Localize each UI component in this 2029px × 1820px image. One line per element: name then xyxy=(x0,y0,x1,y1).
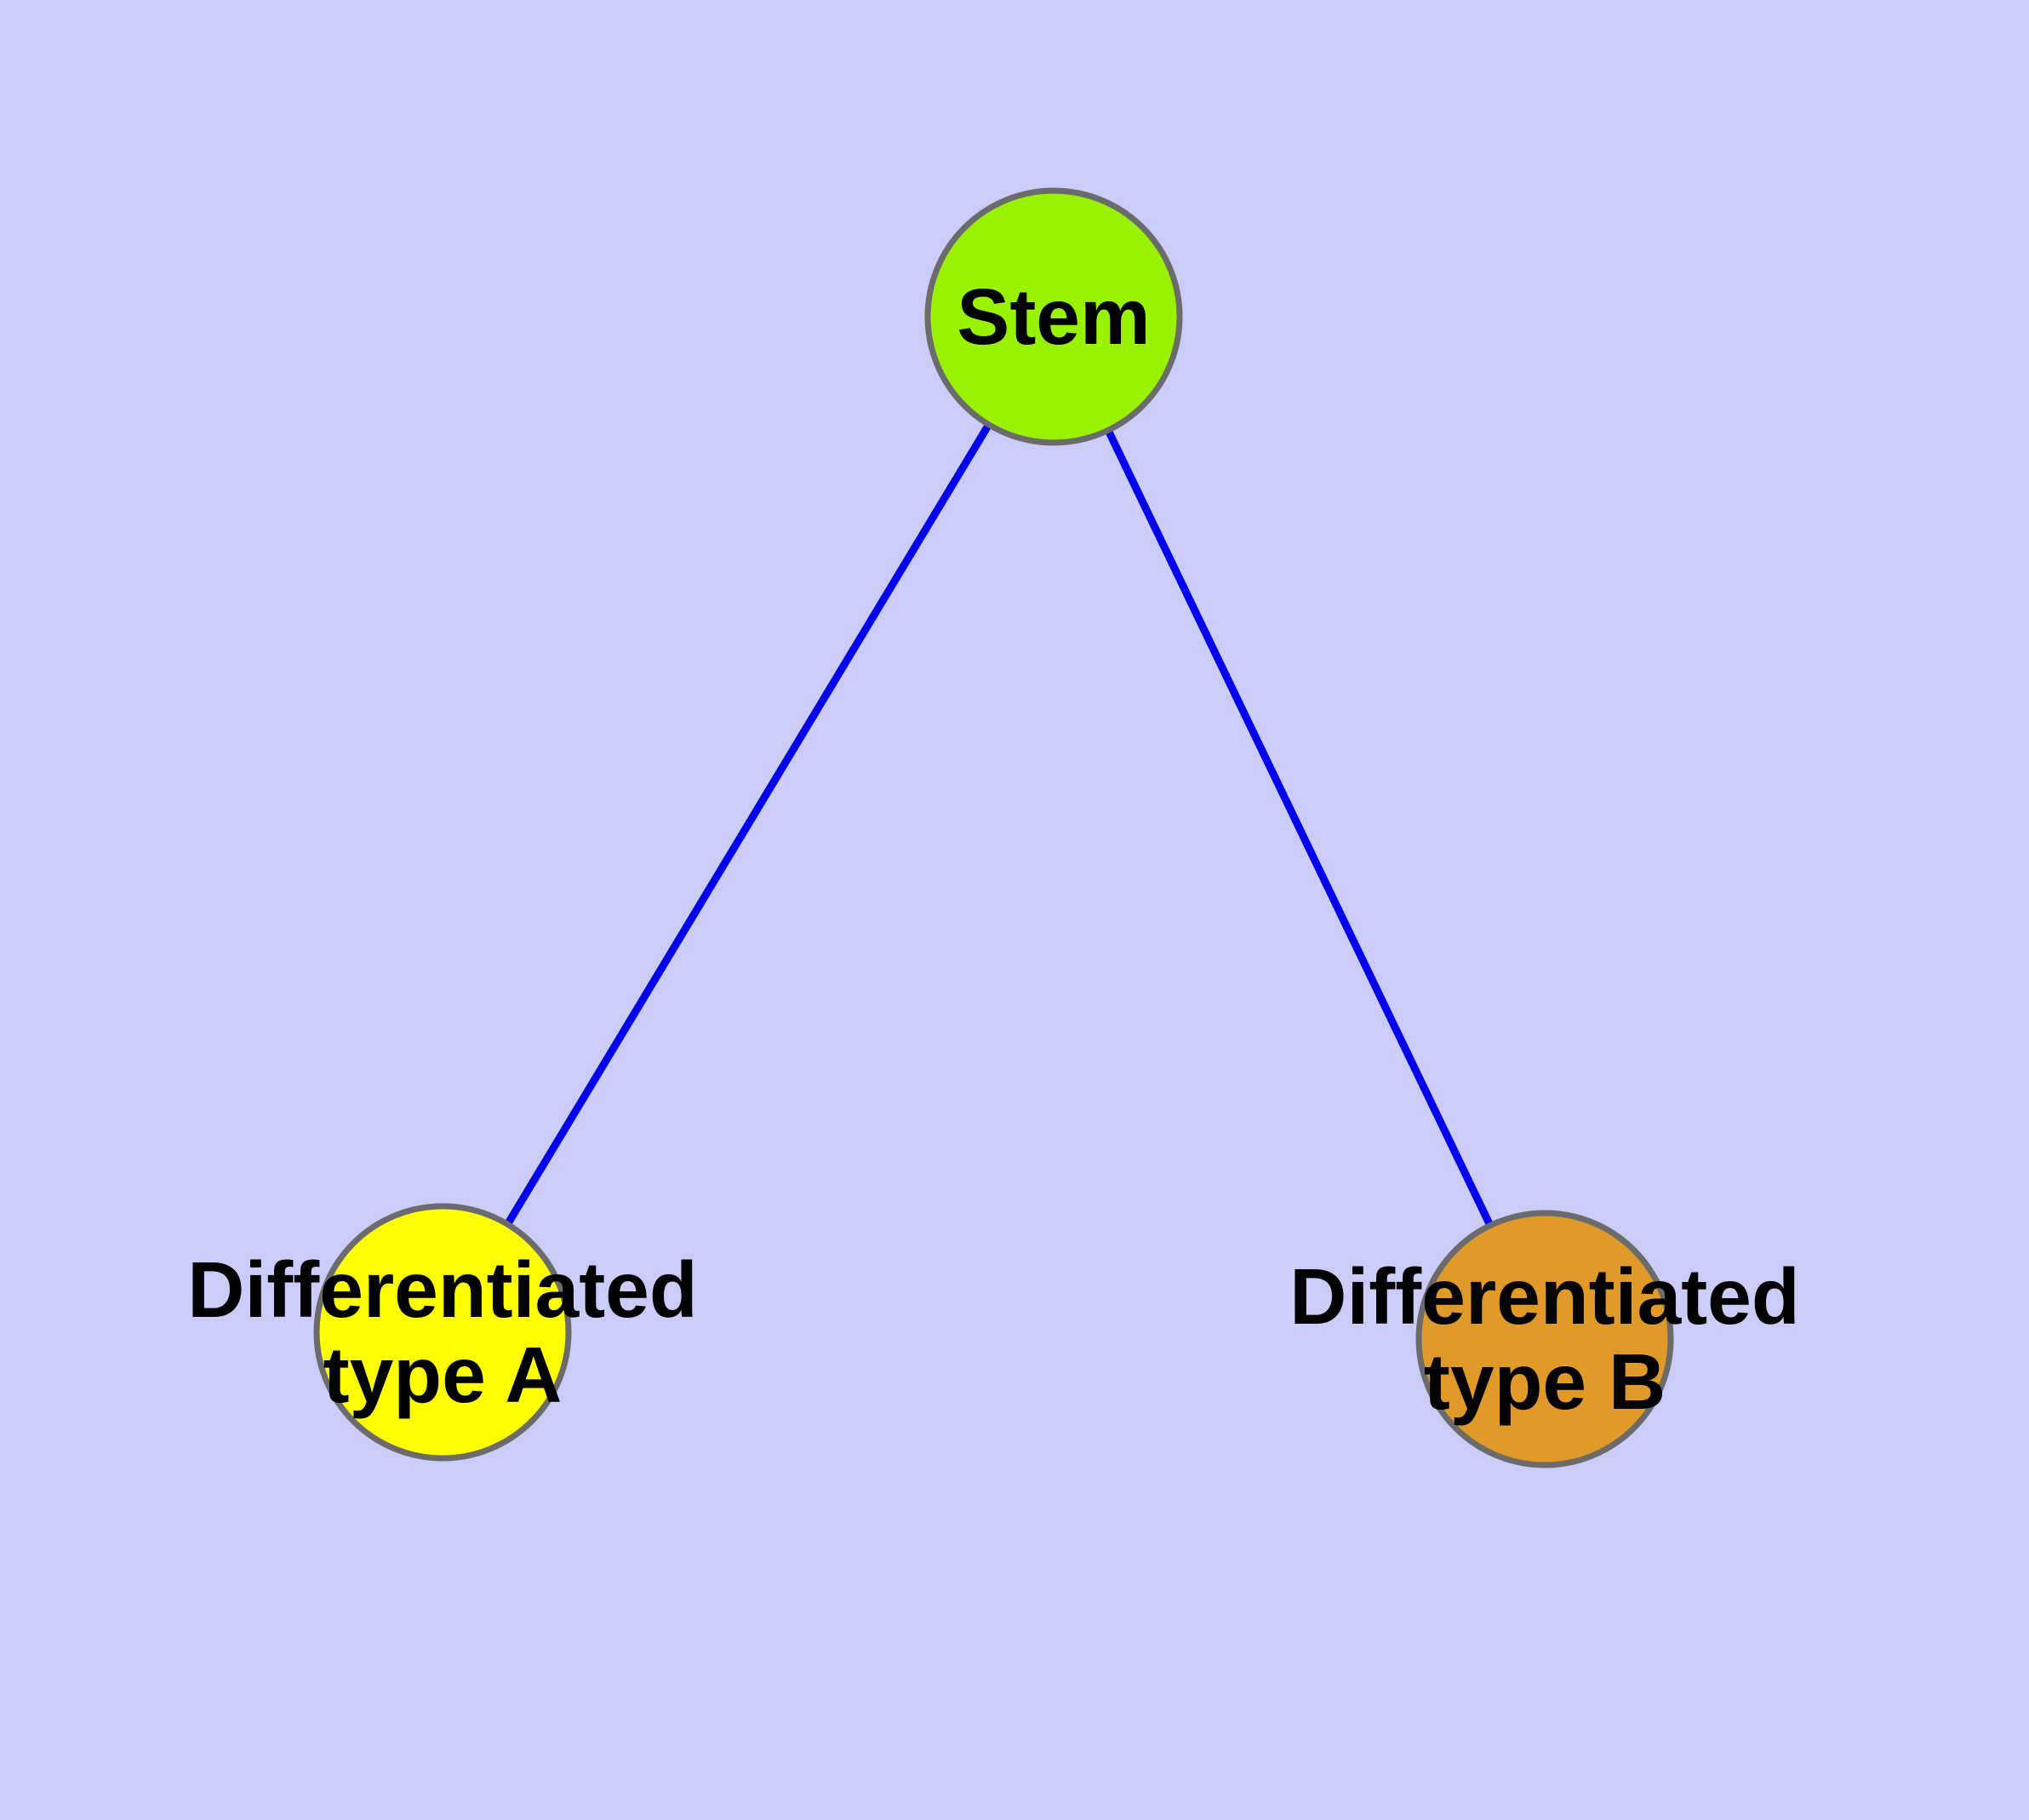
node-circle-diff_b[interactable] xyxy=(1415,1210,1674,1468)
node-circle-stem[interactable] xyxy=(924,187,1183,446)
edge-stem-diff-a[interactable] xyxy=(439,314,1057,1335)
node-layer xyxy=(313,187,1674,1468)
edge-layer xyxy=(439,314,1549,1341)
node-circle-diff_a[interactable] xyxy=(313,1203,572,1462)
edge-stem-diff-b[interactable] xyxy=(1049,315,1549,1341)
